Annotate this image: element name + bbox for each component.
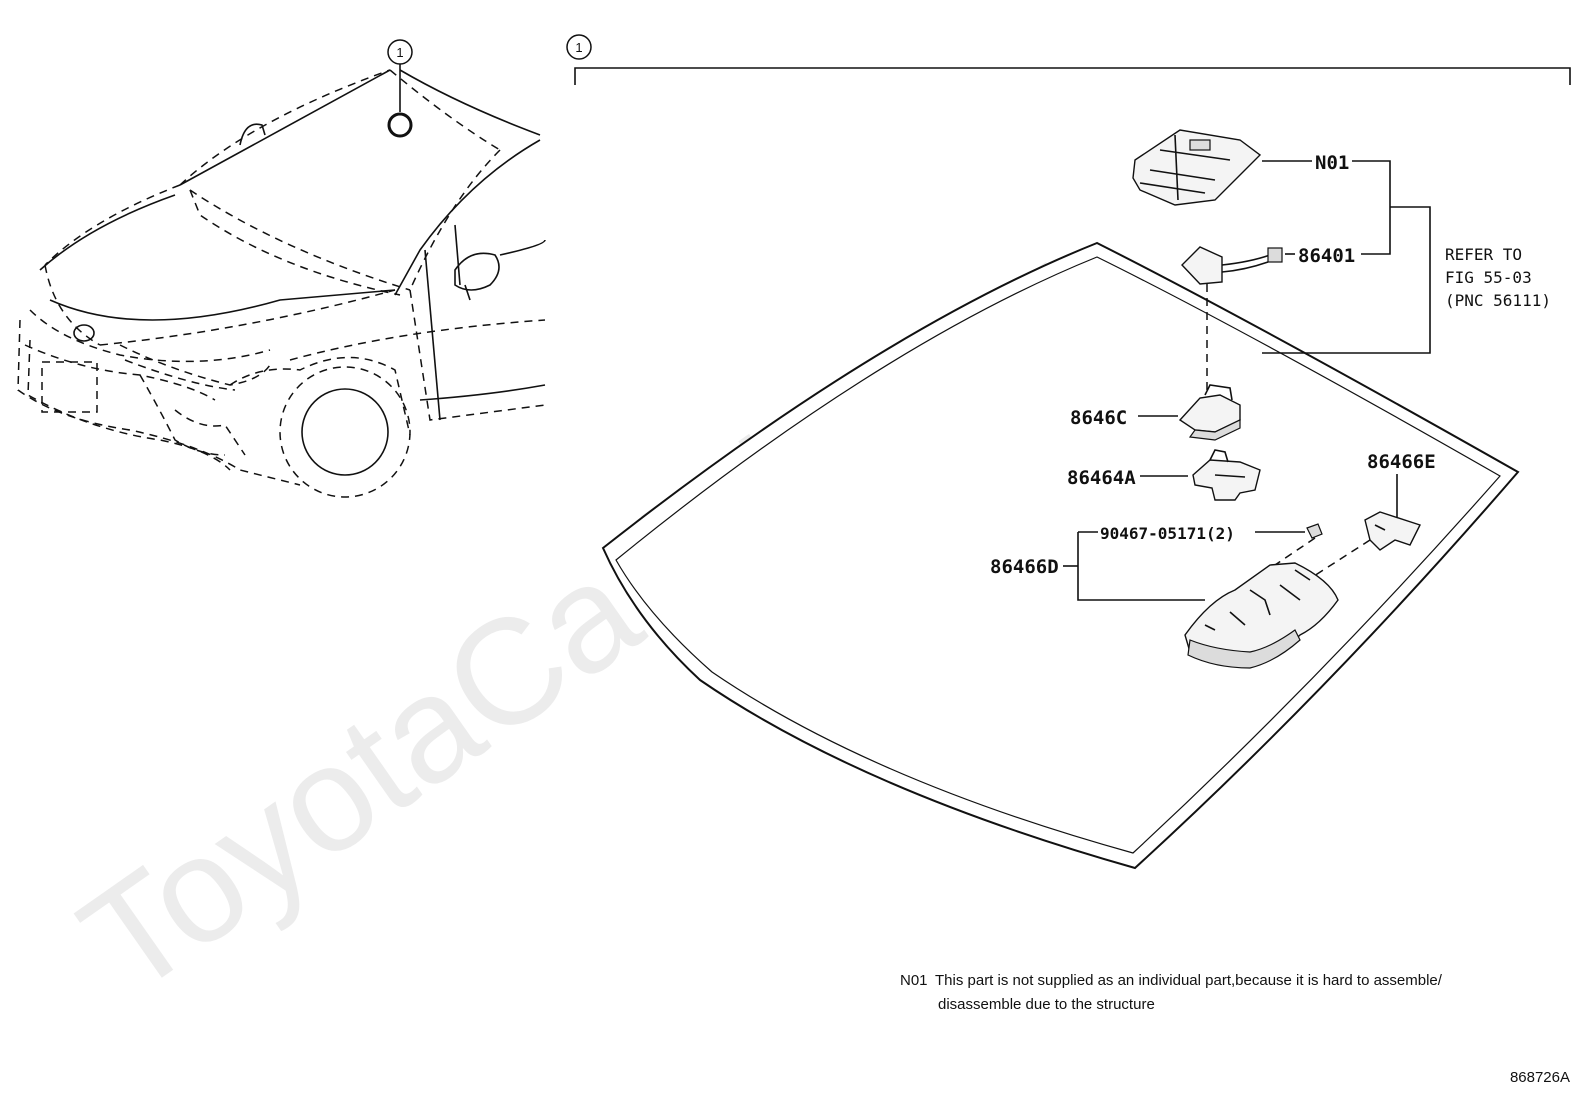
refer-line2: FIG 55-03 (1445, 268, 1532, 287)
figure-id: 868726A (1510, 1069, 1570, 1086)
refer-line3: (PNC 56111) (1445, 291, 1551, 310)
label-90467: 90467-05171(2) (1100, 524, 1235, 543)
car-overview-drawing (17, 64, 546, 498)
note-line1: This part is not supplied as an individu… (935, 972, 1443, 989)
sensor-location-marker (387, 112, 413, 138)
note-line2: disassemble due to the structure (938, 996, 1155, 1013)
part-90467-clip-drawing (1306, 523, 1323, 539)
svg-text:1: 1 (575, 40, 582, 55)
part-86466d-drawing (1184, 562, 1339, 669)
windshield-glass (601, 241, 1520, 870)
part-86401-drawing (1181, 246, 1283, 285)
label-8646c: 8646C (1070, 407, 1127, 429)
part-n01-drawing (1132, 129, 1262, 206)
label-86401: 86401 (1298, 245, 1355, 267)
note-code: N01 (900, 972, 928, 989)
label-86464a: 86464A (1067, 467, 1136, 489)
svg-text:1: 1 (396, 45, 403, 60)
part-8646c-drawing (1178, 384, 1241, 441)
leader-86466d (1077, 532, 1205, 601)
label-86466e: 86466E (1367, 451, 1436, 473)
callout-1-right: 1 (566, 34, 592, 60)
part-86466e-drawing (1364, 511, 1421, 551)
refer-bracket (1262, 206, 1431, 354)
refer-line1: REFER TO (1445, 245, 1522, 264)
callout-1-left: 1 (387, 39, 413, 65)
part-86464a-drawing (1192, 449, 1261, 501)
label-86466d: 86466D (990, 556, 1059, 578)
group-bracket (574, 67, 1571, 85)
label-n01: N01 (1315, 152, 1349, 174)
